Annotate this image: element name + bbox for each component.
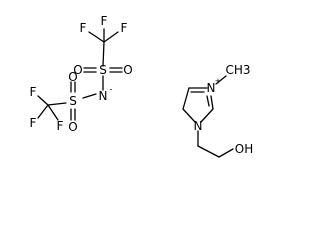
positive-charge: +: [215, 77, 222, 86]
bond-chain: [197, 145, 220, 158]
atom-f: F: [80, 21, 87, 35]
atom-o: O: [68, 70, 77, 84]
atom-n: N: [194, 119, 203, 133]
atom-s: S: [69, 94, 77, 108]
anion-bonds: [37, 28, 123, 121]
bond-c-s: [102, 41, 105, 67]
negative-charge: -: [110, 85, 113, 94]
bond-c-f: [47, 104, 59, 121]
atom-f: F: [30, 85, 37, 99]
atom-f: F: [57, 119, 64, 133]
bond-s-c: [47, 102, 67, 106]
methyl-label: CH3: [225, 63, 250, 77]
hydroxyl-label: OH: [235, 142, 253, 156]
bond-n-ch3: [215, 75, 227, 85]
structure-svg: F F F S O O N - S O O F F F N + CH3 N OH: [30, 14, 254, 158]
bond-c-f: [37, 104, 49, 119]
bond-c-f: [88, 31, 105, 43]
molecule-diagram: F F F S O O N - S O O F F F N + CH3 N OH: [30, 14, 254, 158]
cation-labels: N + CH3 N OH: [194, 63, 254, 156]
bond-ring: [182, 108, 196, 123]
atom-o: O: [73, 63, 82, 77]
bond-ring: [210, 95, 214, 110]
atom-o: O: [68, 120, 77, 134]
anion-labels: F F F S O O N - S O O F F F: [30, 14, 133, 134]
bond-ring: [182, 87, 190, 110]
bond-n-s: [82, 93, 97, 99]
bond-c-f: [103, 31, 119, 43]
atom-n: N: [99, 89, 108, 103]
atom-f: F: [101, 14, 108, 28]
bond-c-f: [37, 95, 49, 106]
atom-o: O: [123, 63, 132, 77]
bond-ring-inner: [206, 95, 210, 107]
atom-f: F: [121, 21, 128, 35]
atom-n: N: [207, 81, 216, 95]
atom-f: F: [30, 116, 37, 130]
atom-s: S: [99, 63, 107, 77]
cation-bonds: [182, 75, 234, 158]
bond-chain: [218, 148, 234, 158]
bond-ring: [200, 108, 214, 123]
